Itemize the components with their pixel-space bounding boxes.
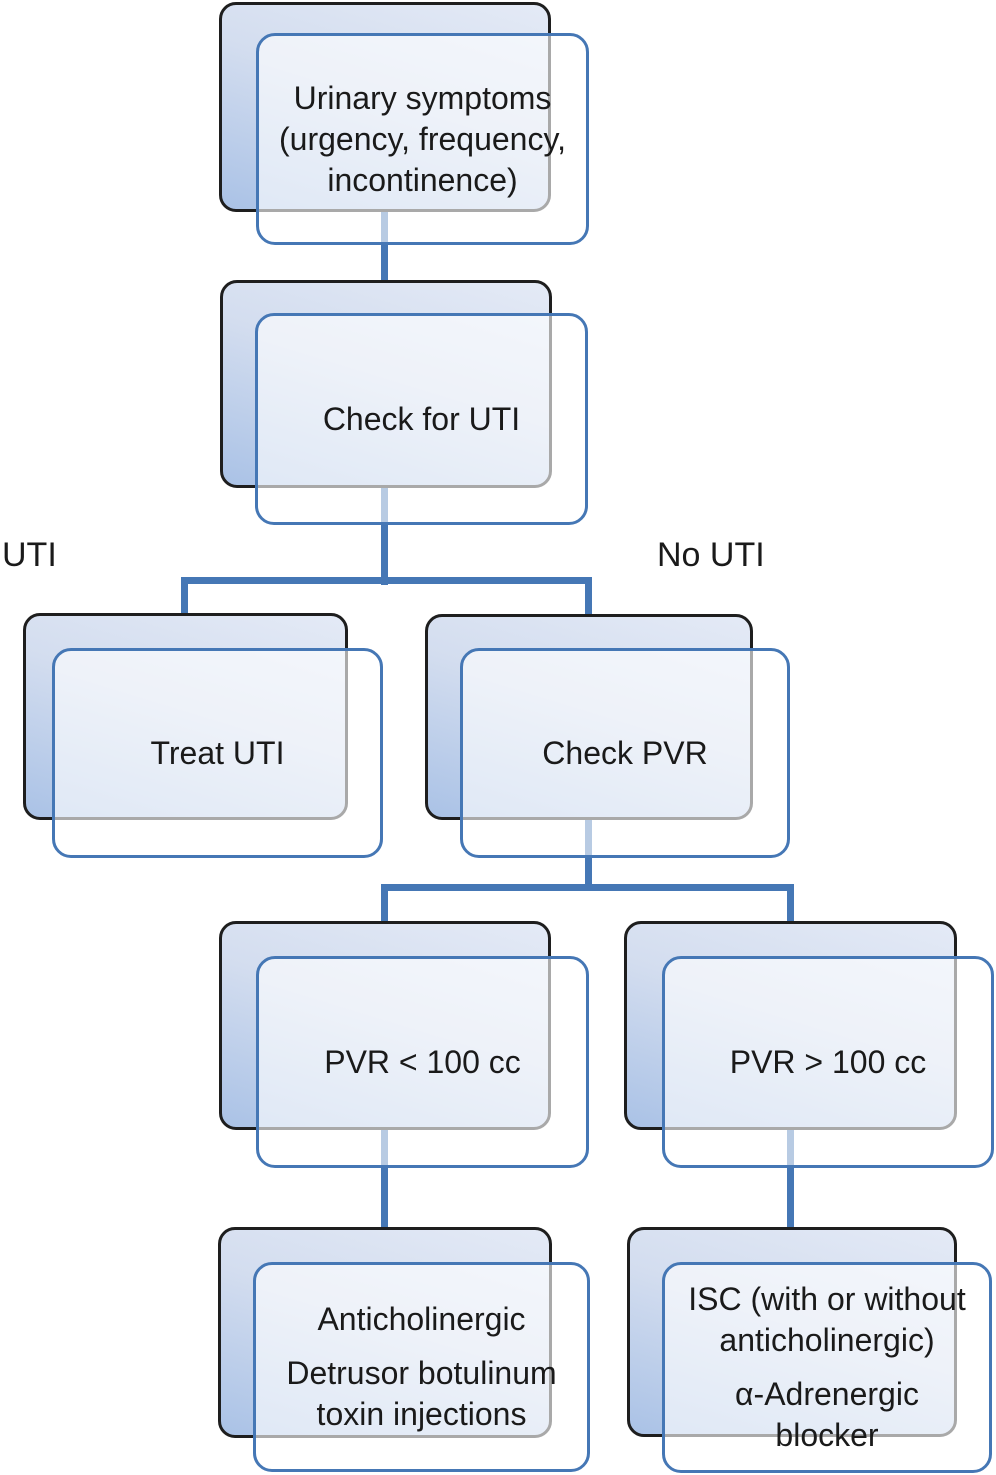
node-check-for-uti-label: Check for UTI bbox=[258, 399, 585, 440]
branch-label-uti: UTI bbox=[2, 536, 57, 574]
text-line: Detrusor botulinum bbox=[286, 1355, 557, 1391]
text-line: PVR < 100 cc bbox=[324, 1043, 521, 1080]
branch-label-no-uti: No UTI bbox=[657, 536, 765, 574]
text-line: Urinary symptoms bbox=[293, 79, 552, 116]
text-line: PVR > 100 cc bbox=[729, 1043, 927, 1080]
text-line: α-Adrenergic bbox=[735, 1376, 919, 1412]
node-pvr-under-100cc-label: PVR < 100 cc bbox=[259, 1042, 586, 1083]
connector-pvr-split-horizontal bbox=[381, 884, 794, 891]
node-pvr-over-100cc: PVR > 100 cc bbox=[662, 956, 994, 1168]
text-line: ISC (with or without bbox=[688, 1281, 966, 1317]
text-line: Check PVR bbox=[542, 734, 708, 771]
text-line: Treat UTI bbox=[150, 734, 285, 771]
node-check-pvr-label: Check PVR bbox=[463, 733, 787, 774]
node-anticholinergic: Anticholinergic Detrusor botulinum toxin… bbox=[253, 1262, 590, 1472]
text-line: blocker bbox=[775, 1417, 879, 1453]
text-line: Anticholinergic bbox=[317, 1301, 526, 1337]
node-isc-alpha-blocker: ISC (with or without anticholinergic) α-… bbox=[662, 1262, 992, 1473]
text-line: toxin injections bbox=[316, 1396, 527, 1432]
connector-uti-split-horizontal bbox=[181, 577, 592, 584]
node-isc-alpha-blocker-label: ISC (with or without anticholinergic) α-… bbox=[665, 1279, 989, 1456]
node-check-for-uti: Check for UTI bbox=[255, 313, 588, 525]
node-treat-uti-label: Treat UTI bbox=[55, 733, 380, 774]
node-treat-uti: Treat UTI bbox=[52, 648, 383, 858]
text-line: anticholinergic) bbox=[719, 1322, 935, 1358]
node-urinary-symptoms: Urinary symptoms (urgency, frequency, in… bbox=[256, 33, 589, 245]
text-line: incontinence) bbox=[327, 161, 518, 198]
node-urinary-symptoms-label: Urinary symptoms (urgency, frequency, in… bbox=[259, 78, 586, 201]
text-line: Check for UTI bbox=[322, 400, 521, 437]
text-line: (urgency, frequency, bbox=[279, 120, 566, 157]
node-anticholinergic-label: Anticholinergic Detrusor botulinum toxin… bbox=[256, 1299, 587, 1435]
node-pvr-over-100cc-label: PVR > 100 cc bbox=[665, 1042, 991, 1083]
node-check-pvr: Check PVR bbox=[460, 648, 790, 858]
node-pvr-under-100cc: PVR < 100 cc bbox=[256, 956, 589, 1168]
